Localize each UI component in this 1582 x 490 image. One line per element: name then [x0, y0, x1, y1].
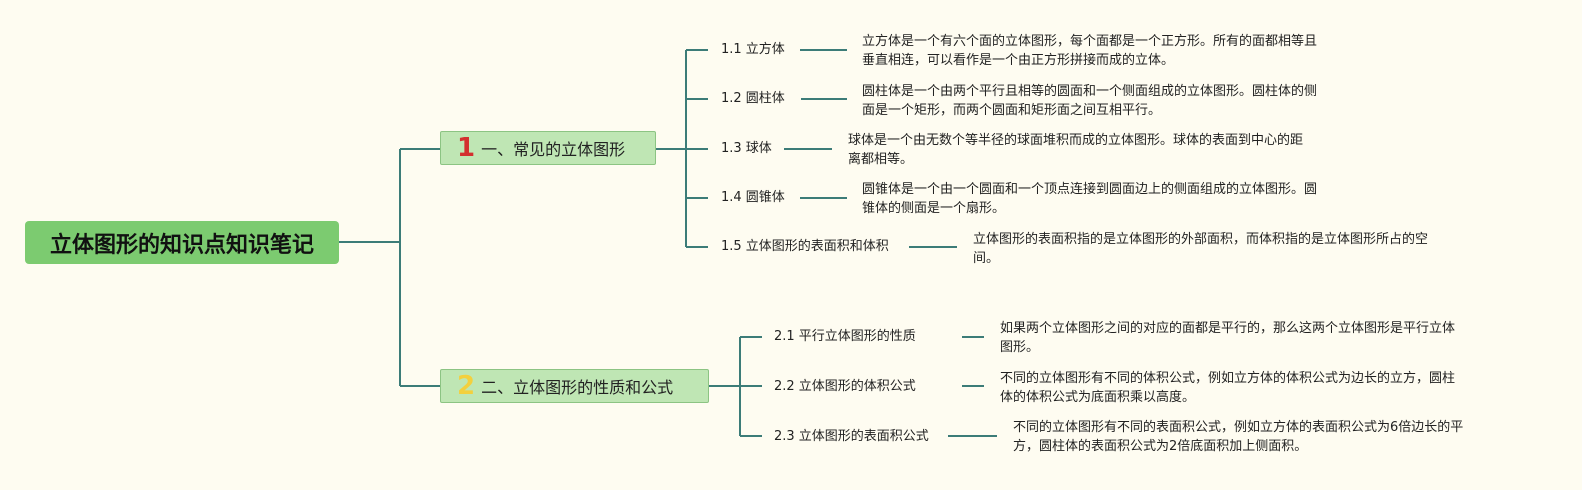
subtopic-1-3[interactable]: 1.3 球体: [721, 141, 772, 156]
connector-branch1-items: [656, 49, 708, 248]
branch-title-2: 二、立体图形的性质和公式: [481, 378, 674, 397]
branch-node-2[interactable]: 2 二、立体图形的性质和公式: [440, 369, 709, 403]
description-2-2: 不同的立体图形有不同的体积公式，例如立方体的体积公式为边长的立方，圆柱 体的体积…: [1000, 371, 1456, 405]
description-1-1: 立方体是一个有六个面的立体图形，每个面都是一个正方形。所有的面都相等且 垂直相连…: [862, 34, 1318, 68]
root-node[interactable]: 立体图形的知识点知识笔记: [25, 221, 339, 264]
connector-branch2-items: [709, 336, 762, 437]
description-2-3: 不同的立体图形有不同的表面积公式，例如立方体的表面积公式为6倍边长的平 方，圆柱…: [1013, 420, 1464, 454]
subtopic-2-3[interactable]: 2.3 立体图形的表面积公式: [774, 429, 929, 444]
subtopic-1-1[interactable]: 1.1 立方体: [721, 42, 785, 57]
branch-node-1[interactable]: 1 一、常见的立体图形: [440, 131, 656, 165]
connector-root-branches: [339, 148, 440, 387]
connector-item-desc: [784, 49, 997, 437]
branch-number-1: 1: [457, 133, 476, 163]
root-title: 立体图形的知识点知识笔记: [49, 232, 314, 258]
description-2-1: 如果两个立体图形之间的对应的面都是平行的，那么这两个立体图形是平行立体 图形。: [1000, 321, 1456, 355]
description-1-4: 圆锥体是一个由一个圆面和一个顶点连接到圆面边上的侧面组成的立体图形。圆 锥体的侧…: [862, 182, 1318, 216]
subtopic-2-2[interactable]: 2.2 立体图形的体积公式: [774, 379, 916, 394]
subtopic-1-2[interactable]: 1.2 圆柱体: [721, 91, 785, 106]
subtopic-1-4[interactable]: 1.4 圆锥体: [721, 190, 785, 205]
branch-number-2: 2: [457, 371, 476, 401]
subtopic-1-5[interactable]: 1.5 立体图形的表面积和体积: [721, 239, 889, 254]
description-1-5: 立体图形的表面积指的是立体图形的外部面积，而体积指的是立体图形所占的空 间。: [973, 232, 1429, 266]
subtopic-2-1[interactable]: 2.1 平行立体图形的性质: [774, 329, 916, 344]
branch-title-1: 一、常见的立体图形: [481, 140, 626, 159]
description-1-2: 圆柱体是一个由两个平行且相等的圆面和一个侧面组成的立体图形。圆柱体的侧 面是一个…: [862, 84, 1318, 118]
description-1-3: 球体是一个由无数个等半径的球面堆积而成的立体图形。球体的表面到中心的距 离都相等…: [848, 133, 1304, 167]
